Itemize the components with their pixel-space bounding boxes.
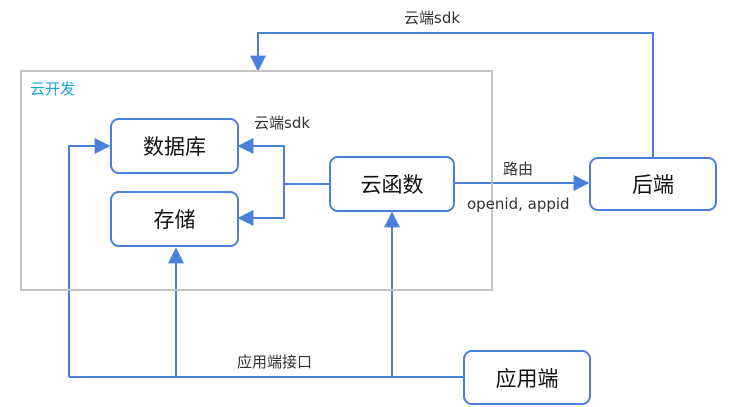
label-backend-sdk: 云端sdk [404,9,461,27]
edge-function-to-storage [237,184,285,226]
edge-backend-to-cloud [250,32,654,157]
storage-node: 存储 [110,191,239,247]
edge-function-to-database [237,138,285,184]
label-route-params: openid, appid [467,195,570,213]
label-route: 路由 [503,160,534,178]
label-function-sdk: 云端sdk [254,114,311,132]
label-app-interface: 应用端接口 [237,353,313,371]
group-title: 云开发 [30,80,76,98]
database-node: 数据库 [110,118,239,174]
cloud-dev-group [20,70,493,291]
app-node: 应用端 [463,350,591,405]
backend-node: 后端 [589,157,717,211]
edge-app-to-database [68,138,111,377]
cloud-function-node: 云函数 [329,156,455,212]
